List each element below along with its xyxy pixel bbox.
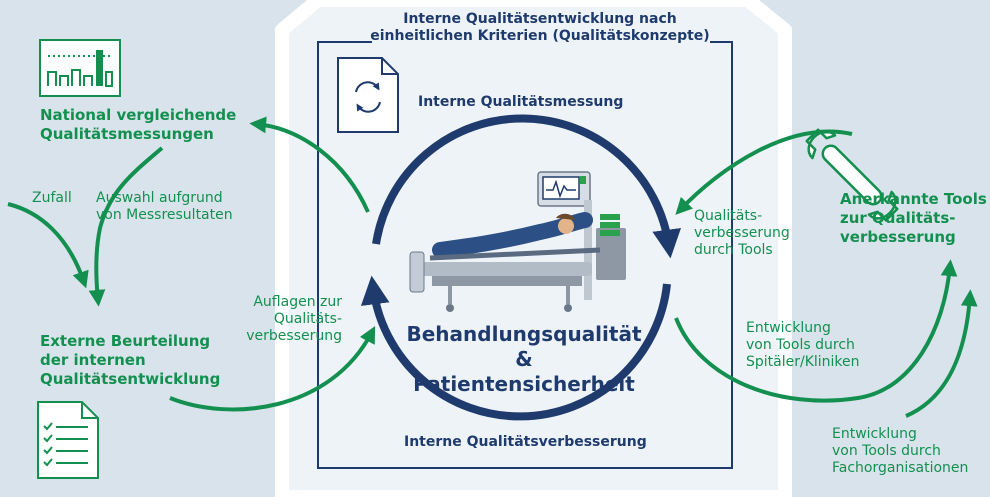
fach-line1: Entwicklung [832,426,917,442]
national-measurements-label: National vergleichende Qualitätsmessunge… [40,106,236,144]
national-line1: National vergleichende [40,106,237,124]
qv-line1: Qualitäts- [694,208,763,224]
extern-line1: Externe Beurteilung [40,332,211,350]
fach-line2: von Tools durch [832,443,941,459]
recognized-tools-label: Anerkannte Tools zur Qualitäts- verbesse… [840,190,987,247]
tools-line3: verbesserung [840,228,956,246]
checklist-icon [37,401,99,479]
qv-line2: verbesserung [694,225,790,241]
external-assessment-label: Externe Beurteilung der internen Qualitä… [40,332,220,389]
house-title-line2: einheitlichen Kriterien (Qualitätskonzep… [370,28,710,44]
national-line2: Qualitätsmessungen [40,125,214,143]
cycle-bottom-label: Interne Qualitätsverbesserung [404,434,647,450]
spit-line1: Entwicklung [746,320,831,336]
green-arrows [7,116,978,418]
house-title: Interne Qualitätsentwicklung nach einhei… [320,11,760,45]
hospital-bed-illustration [409,171,626,312]
cycle-top-label: Interne Qualitätsmessung [418,94,624,110]
spit-line3: Spitäler/Kliniken [746,354,860,370]
improvement-by-tools-label: Qualitäts- verbesserung durch Tools [694,208,790,259]
center-title-line1: Behandlungsqualität & [406,322,642,371]
dev-organizations-label: Entwicklung von Tools durch Fachorganisa… [832,426,968,477]
fach-line3: Fachorganisationen [832,460,969,476]
qv-line3: durch Tools [694,242,773,258]
tools-line1: Anerkannte Tools [840,190,987,208]
dev-hospitals-label: Entwicklung von Tools durch Spitäler/Kli… [746,320,860,371]
center-title-line2: Patientensicherheit [413,372,635,396]
bar-chart-icon [39,39,121,97]
auswahl-line1: Auswahl aufgrund [96,190,223,206]
auswahl-line2: von Messresultaten [96,207,233,223]
house-title-line1: Interne Qualitätsentwicklung nach [403,11,677,27]
auflagen-line2: Qualitäts- [273,311,342,327]
document-cycle-icon [337,57,399,133]
zufall-label: Zufall [32,190,72,206]
tools-line2: zur Qualitäts- [840,209,956,227]
auflagen-line3: verbesserung [246,328,342,344]
spit-line2: von Tools durch [746,337,855,353]
auflagen-label: Auflagen zur Qualitäts- verbesserung [226,294,342,345]
extern-line2: der internen [40,351,146,369]
cycle-arrows [360,114,681,421]
auflagen-line1: Auflagen zur [253,294,342,310]
center-title: Behandlungsqualität & Patientensicherhei… [400,322,648,397]
house-inner-frame [317,41,733,469]
extern-line3: Qualitätsentwicklung [40,370,221,388]
auswahl-label: Auswahl aufgrund von Messresultaten [96,190,233,224]
house-outline [275,0,792,497]
